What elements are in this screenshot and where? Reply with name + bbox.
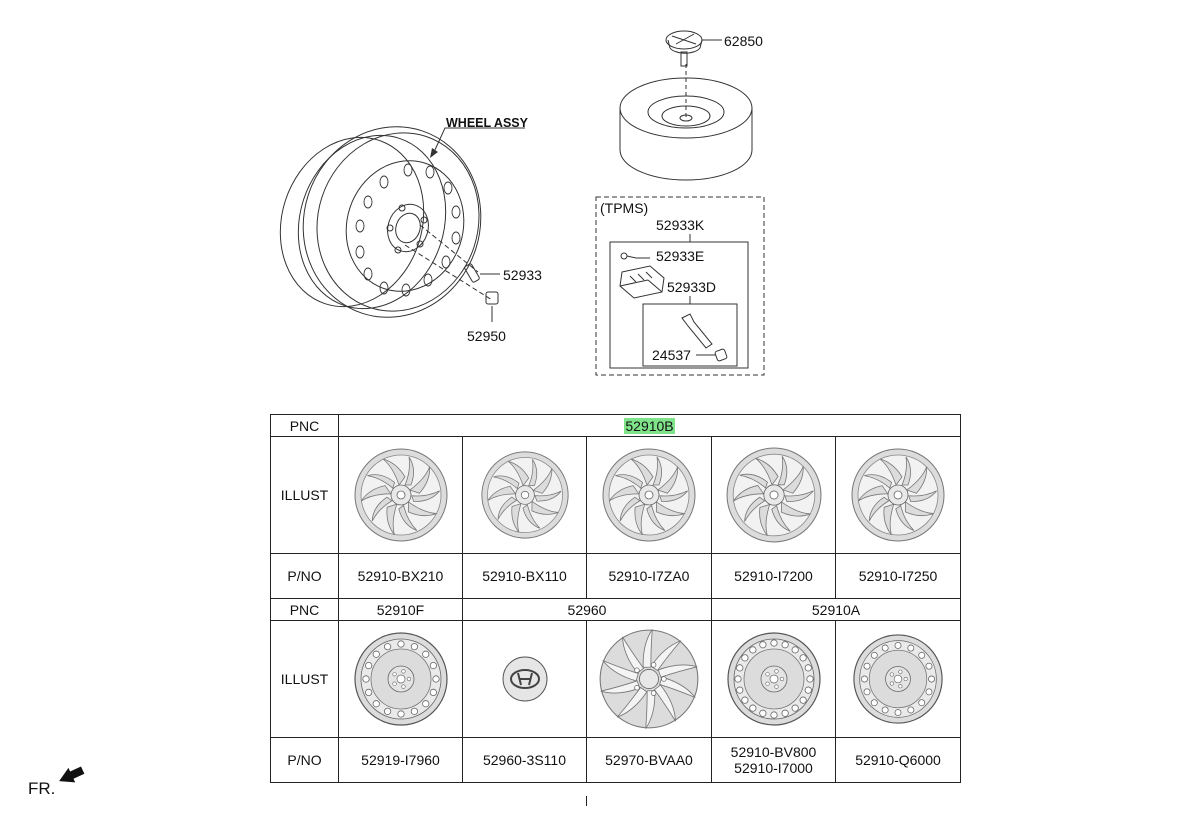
tpms-group-box xyxy=(595,196,765,376)
upper-illust-row: ILLUST xyxy=(270,436,962,554)
lower-pno-5[interactable]: 52910-Q6000 xyxy=(834,737,962,783)
valve-label: 52933 xyxy=(503,267,542,283)
upper-pno-row: P/NO 52910-BX210 52910-BX110 52910-I7ZA0… xyxy=(270,553,962,599)
valve-drawing xyxy=(464,263,500,283)
wheel-assy-leader xyxy=(433,127,525,153)
nut-drawing xyxy=(485,291,499,322)
alloy-wheel-icon xyxy=(602,448,696,542)
upper-pnc-value[interactable]: 52910B xyxy=(624,417,675,434)
row-label-illust: ILLUST xyxy=(270,436,339,554)
valve-stem-drawing xyxy=(681,313,728,362)
lower-illust-1[interactable] xyxy=(338,620,463,738)
upper-illust-2[interactable] xyxy=(462,436,587,554)
valve-kit-label: 52933D xyxy=(667,279,717,295)
sensor-kit-label: 52933K xyxy=(656,217,705,233)
steel-wheel-icon xyxy=(726,632,821,726)
valve-cap-label: 24537 xyxy=(652,347,691,363)
tpms-group-label: (TPMS) xyxy=(600,200,649,216)
row-label-pnc: PNC xyxy=(270,414,339,437)
hub-cap-logo-icon xyxy=(502,656,547,702)
lower-pnc-1[interactable]: 52910F xyxy=(338,598,463,621)
lower-illust-3[interactable] xyxy=(586,620,712,738)
spare-bolt-label: 62850 xyxy=(724,33,763,49)
upper-pno-4[interactable]: 52910-I7200 xyxy=(711,553,836,599)
row-label-pno: P/NO xyxy=(270,553,339,599)
upper-pno-2[interactable]: 52910-BX110 xyxy=(462,553,587,599)
lower-pnc-row: PNC 52910F 52960 52910A xyxy=(270,598,962,621)
lower-pnc-3[interactable]: 52910A xyxy=(710,598,962,621)
upper-pno-1[interactable]: 52910-BX210 xyxy=(338,553,463,599)
front-arrow-icon xyxy=(59,766,85,783)
steel-wheel-icon xyxy=(853,634,943,724)
lower-illust-2[interactable] xyxy=(462,620,587,738)
upper-illust-3[interactable] xyxy=(586,436,712,554)
lower-pno-2[interactable]: 52960-3S110 xyxy=(462,737,587,783)
front-label: FR. xyxy=(28,779,56,798)
wheel-cover-icon xyxy=(599,629,699,729)
upper-pnc-row: PNC 52910B xyxy=(270,414,962,437)
upper-pno-5[interactable]: 52910-I7250 xyxy=(834,553,962,599)
steel-wheel-drawing xyxy=(279,126,482,318)
upper-pnc-cell[interactable]: 52910B xyxy=(337,414,962,437)
table-tick xyxy=(586,796,587,806)
row-label-pnc: PNC xyxy=(270,598,339,621)
lower-pno-3[interactable]: 52970-BVAA0 xyxy=(586,737,712,783)
spare-tire-drawing xyxy=(619,64,753,181)
nut-label: 52950 xyxy=(467,328,506,344)
lower-pno-row: P/NO 52919-I7960 52960-3S110 52970-BVAA0… xyxy=(270,737,962,783)
upper-pno-3[interactable]: 52910-I7ZA0 xyxy=(586,553,712,599)
row-label-illust: ILLUST xyxy=(270,620,339,738)
lower-illust-row: ILLUST xyxy=(270,620,962,738)
spare-bolt-drawing xyxy=(665,30,722,67)
alloy-wheel-icon xyxy=(726,447,821,543)
upper-illust-5[interactable] xyxy=(834,436,962,554)
parts-table: PNC 52910B ILLUST P/NO 52910-BX210 52910… xyxy=(270,414,962,783)
upper-illust-1[interactable] xyxy=(338,436,463,554)
lower-pno-1[interactable]: 52919-I7960 xyxy=(338,737,463,783)
alloy-wheel-icon xyxy=(354,448,447,542)
lower-illust-4[interactable] xyxy=(711,620,836,738)
lower-illust-5[interactable] xyxy=(834,620,962,738)
screw-drawing xyxy=(620,252,650,260)
row-label-pno: P/NO xyxy=(270,737,339,783)
screw-label: 52933E xyxy=(656,248,705,264)
lower-pno-4[interactable]: 52910-BV800 52910-I7000 xyxy=(711,737,836,783)
alloy-wheel-icon xyxy=(480,451,569,539)
tpms-sensor-drawing xyxy=(619,265,665,299)
upper-illust-4[interactable] xyxy=(711,436,836,554)
sensor-kit-box xyxy=(609,241,749,369)
wheel-assy-label: WHEEL ASSY xyxy=(446,116,528,130)
lower-pnc-2[interactable]: 52960 xyxy=(462,598,712,621)
alloy-wheel-icon xyxy=(851,448,945,542)
steel-wheel-icon xyxy=(353,632,448,726)
